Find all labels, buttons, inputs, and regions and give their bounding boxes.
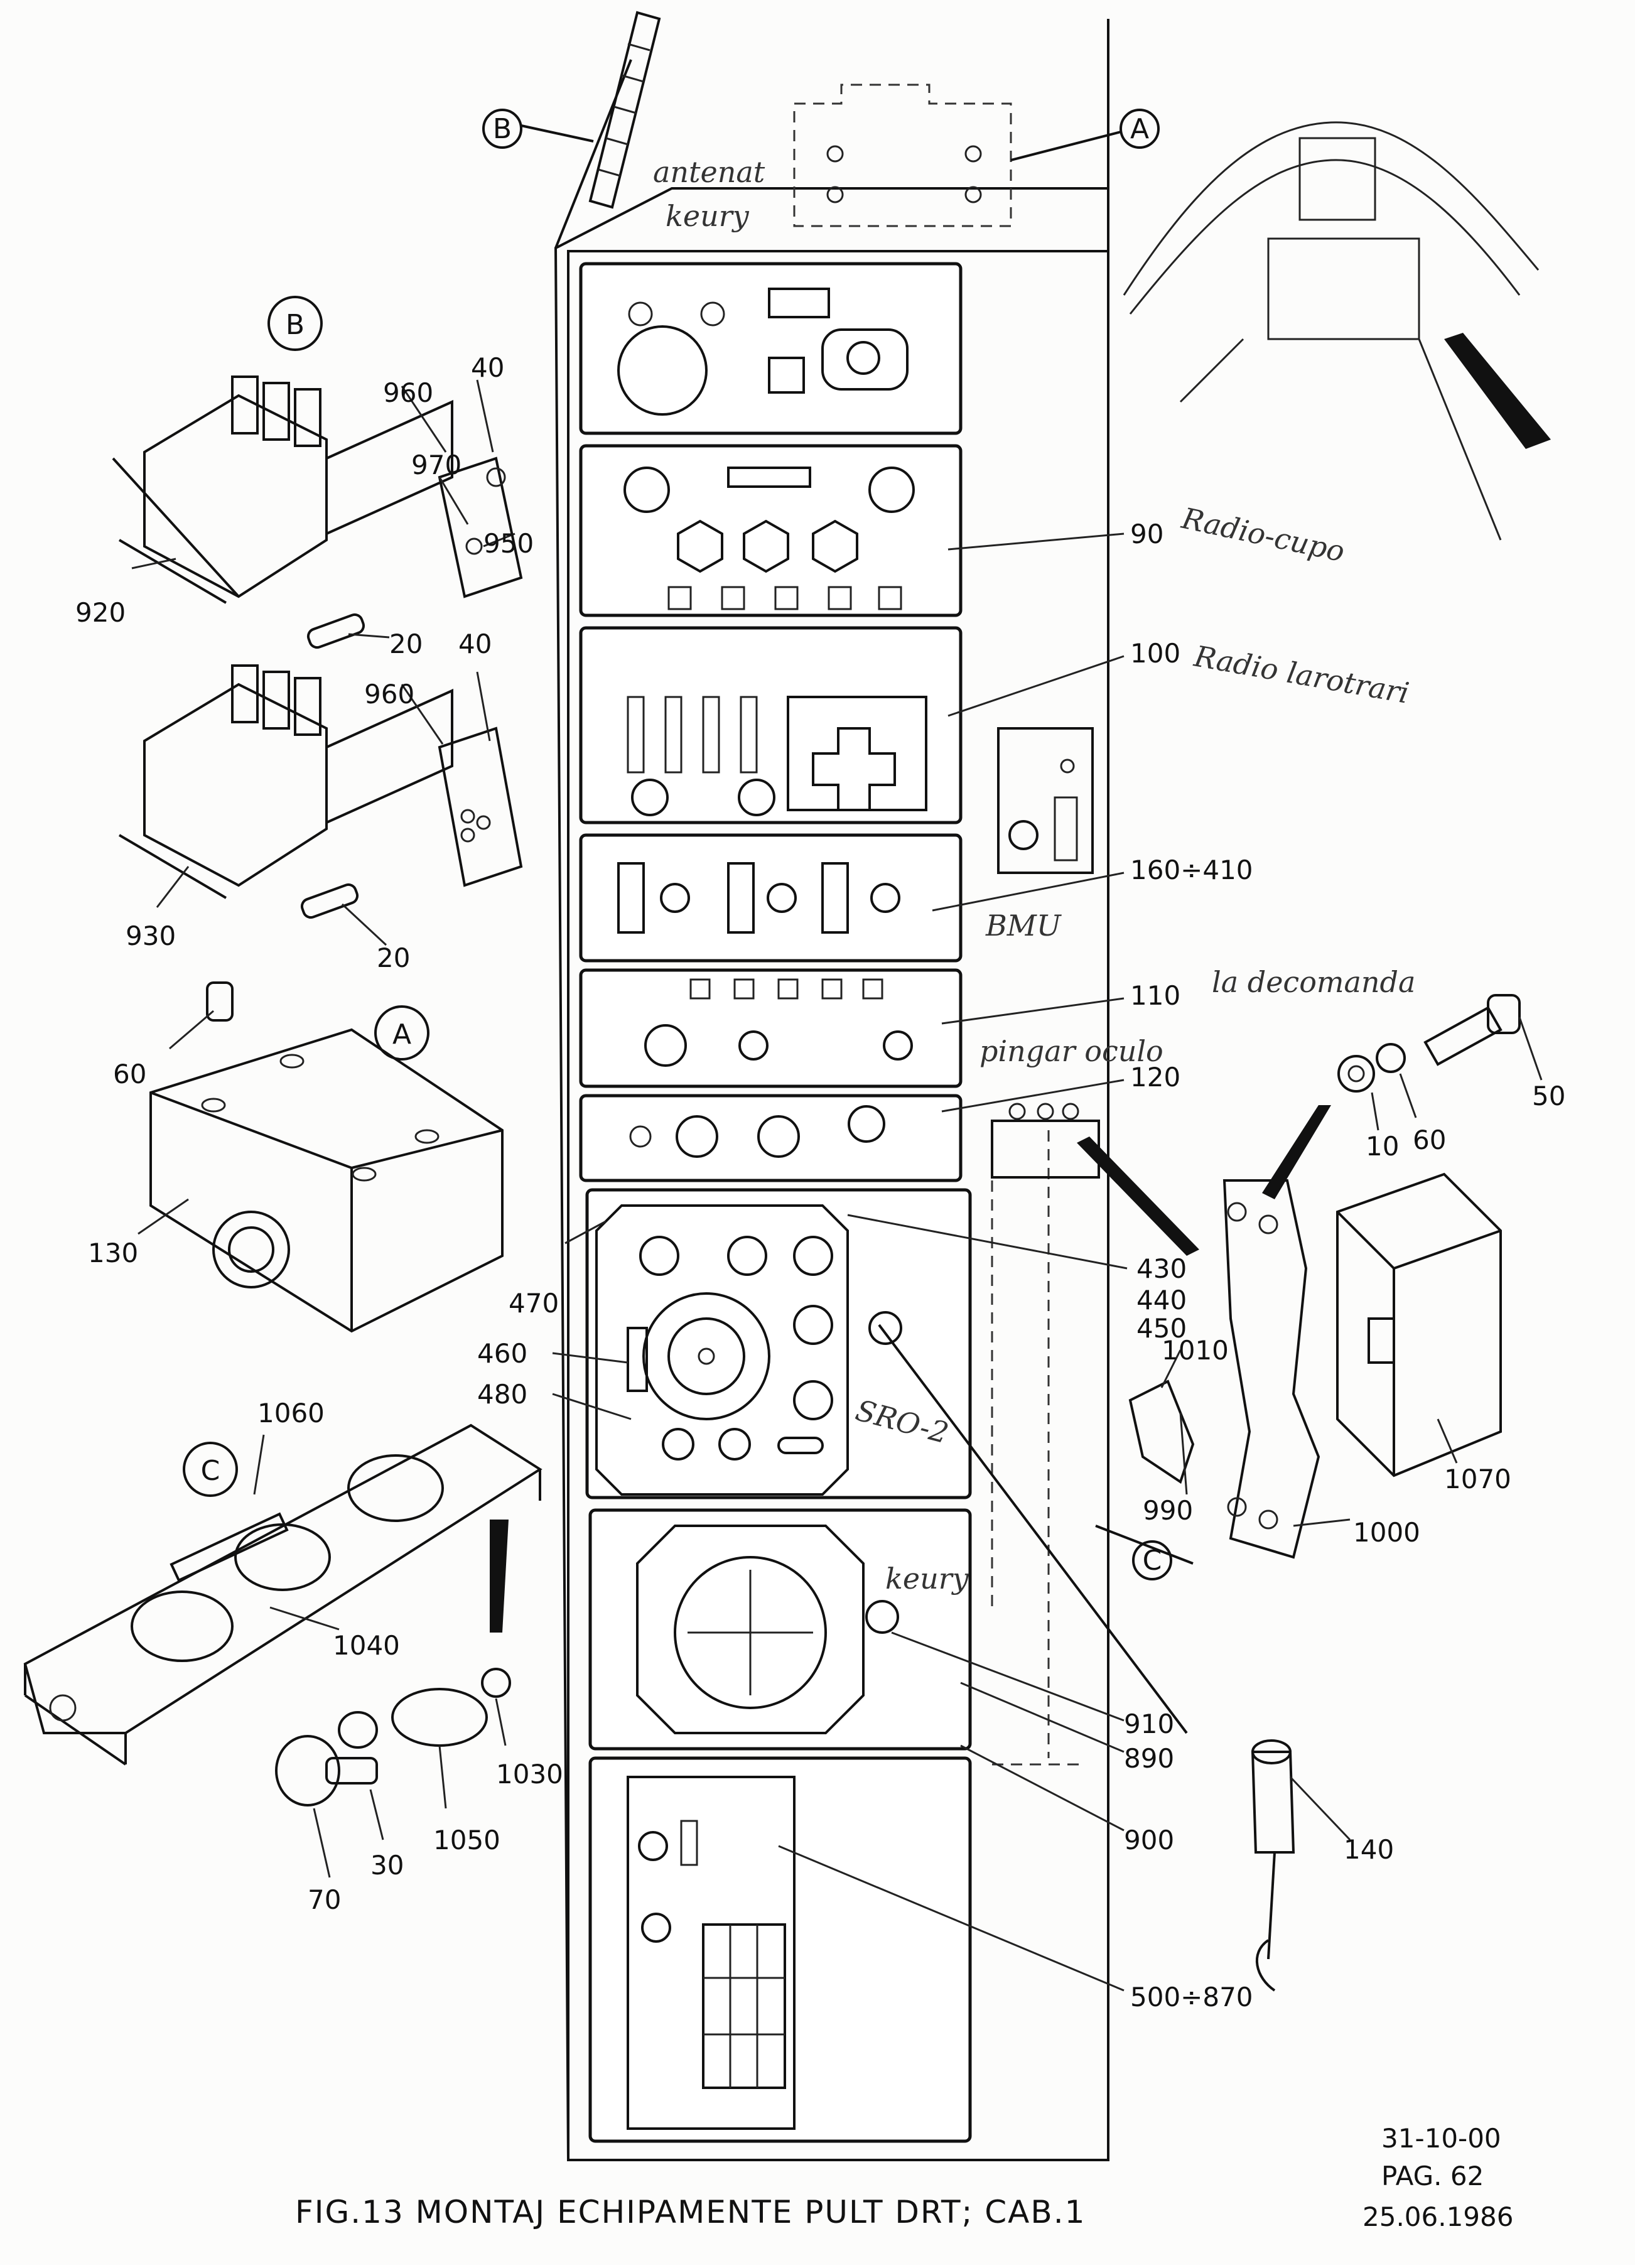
page-ref-page: PAG. 62 xyxy=(1381,2161,1484,2191)
detail-marker-a: A xyxy=(374,1005,429,1061)
marker-b-label: B xyxy=(286,309,305,341)
label-920: 920 xyxy=(75,597,126,628)
panel-890 xyxy=(588,1508,972,1751)
note-keury: keury xyxy=(885,1562,969,1596)
page-ref-code: 31-10-00 xyxy=(1381,2123,1501,2154)
marker-c-label-right: C xyxy=(1143,1545,1162,1577)
label-60: 60 xyxy=(113,1059,146,1089)
note-antenna: antenat xyxy=(653,155,765,189)
marker-b-label-top: B xyxy=(493,113,512,145)
label-40-upper: 40 xyxy=(471,352,504,383)
detail-marker-b: B xyxy=(267,296,323,351)
figure-caption: FIG.13 MONTAJ ECHIPAMENTE PULT DRT; CAB.… xyxy=(295,2194,1086,2230)
label-1030: 1030 xyxy=(496,1759,563,1790)
label-20-upper: 20 xyxy=(389,629,423,659)
label-890: 890 xyxy=(1124,1743,1174,1774)
leader-lines xyxy=(131,379,1543,1992)
label-430: 430 xyxy=(1136,1253,1187,1284)
label-460: 460 xyxy=(477,1338,527,1369)
detail-c-bracket xyxy=(23,1423,542,1806)
label-950: 950 xyxy=(483,528,534,559)
panel-120 xyxy=(579,1094,963,1182)
label-990: 990 xyxy=(1143,1495,1193,1526)
label-500-870: 500÷870 xyxy=(1130,1982,1253,2012)
label-1060: 1060 xyxy=(257,1398,325,1428)
label-120: 120 xyxy=(1130,1062,1180,1093)
panel-500-870 xyxy=(588,1756,972,2143)
label-1010: 1010 xyxy=(1162,1335,1229,1366)
label-970: 970 xyxy=(411,450,461,480)
marker-c-label: C xyxy=(201,1455,220,1487)
panel-1 xyxy=(579,262,963,435)
note-radio-2: Radio larotrari xyxy=(1191,639,1411,710)
right-arrow xyxy=(1262,1105,1331,1199)
panel-90 xyxy=(579,444,963,617)
connector-strip xyxy=(588,11,661,209)
label-1000: 1000 xyxy=(1353,1517,1420,1548)
label-160-410: 160÷410 xyxy=(1130,855,1253,885)
marker-a-label: A xyxy=(392,1018,411,1050)
panel-160-410 xyxy=(579,833,963,963)
label-20-lower: 20 xyxy=(377,942,410,973)
label-470: 470 xyxy=(509,1288,559,1319)
panel-100 xyxy=(579,626,963,824)
label-60-right: 60 xyxy=(1413,1125,1446,1155)
label-10: 10 xyxy=(1366,1131,1399,1162)
panel-460 xyxy=(585,1188,972,1499)
canopy-sketch xyxy=(1123,121,1551,541)
label-40-lower: 40 xyxy=(458,629,492,659)
part-number-labels: 90 100 160÷410 110 120 430 440 450 470 4… xyxy=(75,352,1565,2012)
label-1050: 1050 xyxy=(433,1825,500,1855)
note-antenna-2: keury xyxy=(666,199,750,233)
label-130: 130 xyxy=(88,1238,138,1268)
side-indicator-box xyxy=(997,727,1094,874)
diagonal-arrow xyxy=(1077,1137,1199,1256)
label-140: 140 xyxy=(1344,1834,1394,1865)
detail-b-assembly-lower xyxy=(118,664,523,919)
note-radio-1: Radio-cupo xyxy=(1179,501,1348,569)
note-telecom: la decomanda xyxy=(1212,965,1415,999)
label-480: 480 xyxy=(477,1379,527,1410)
label-90: 90 xyxy=(1130,519,1163,549)
label-30: 30 xyxy=(370,1850,404,1881)
label-960-lower: 960 xyxy=(364,679,414,710)
label-450: 450 xyxy=(1136,1313,1187,1344)
panel-110 xyxy=(579,968,963,1088)
label-910: 910 xyxy=(1124,1709,1174,1739)
right-exploded-box xyxy=(1128,994,1521,1992)
label-50: 50 xyxy=(1532,1081,1565,1111)
detail-marker-b-top: B xyxy=(482,109,594,149)
detail-b-assembly-upper xyxy=(112,375,523,649)
label-1040: 1040 xyxy=(333,1630,400,1661)
marker-a-label-top: A xyxy=(1130,113,1149,145)
detail-marker-c: C xyxy=(183,1442,238,1497)
label-1070: 1070 xyxy=(1444,1464,1511,1494)
page-reference: 31-10-00 PAG. 62 25.06.1986 xyxy=(1362,2123,1513,2232)
note-bmu: BMU xyxy=(985,909,1062,942)
page-ref-date: 25.06.1986 xyxy=(1362,2201,1513,2232)
label-110: 110 xyxy=(1130,980,1180,1011)
label-100: 100 xyxy=(1130,638,1180,669)
stripe-marker xyxy=(1444,333,1551,449)
label-900: 900 xyxy=(1124,1825,1174,1855)
detail-a-box xyxy=(149,981,504,1333)
label-930: 930 xyxy=(126,921,176,951)
note-pingar: pingar oculo xyxy=(979,1034,1163,1068)
detail-marker-a-top: A xyxy=(1010,109,1160,161)
label-960-upper: 960 xyxy=(383,377,433,408)
label-70: 70 xyxy=(308,1884,341,1915)
label-440: 440 xyxy=(1136,1285,1187,1315)
detail-c-arrow xyxy=(490,1520,509,1633)
top-detail-plate xyxy=(793,84,1012,227)
detail-marker-c-right: C xyxy=(1132,1540,1172,1580)
